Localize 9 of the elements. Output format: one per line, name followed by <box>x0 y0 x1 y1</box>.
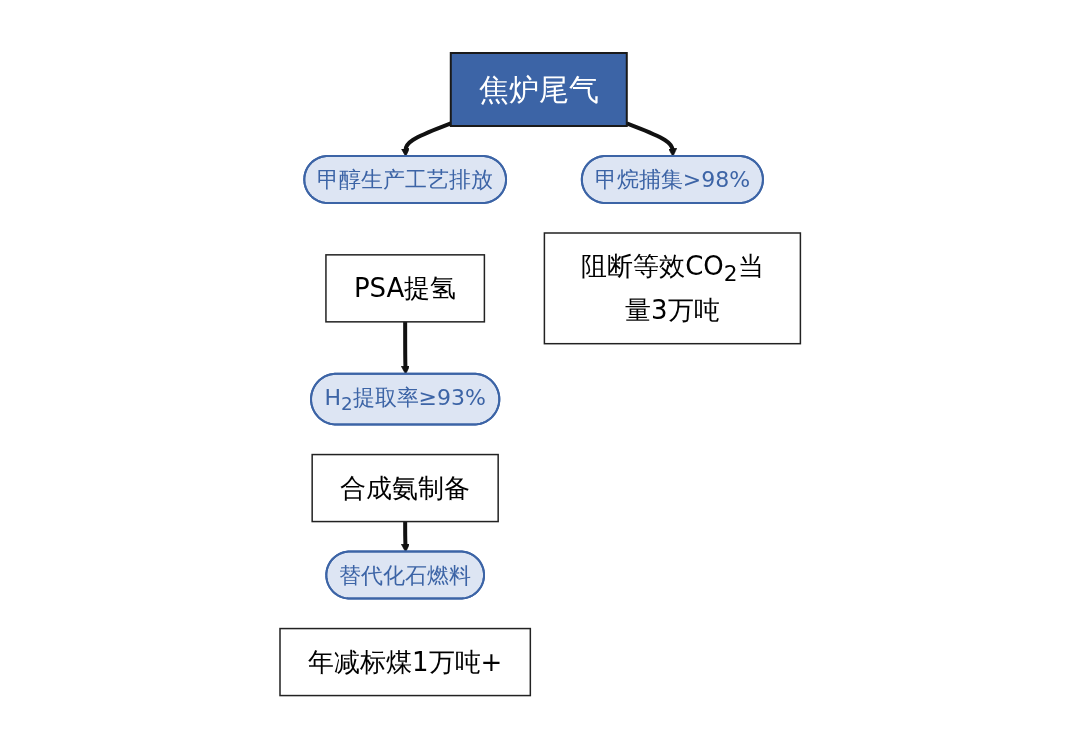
arrow <box>400 521 410 553</box>
arrow <box>400 321 410 375</box>
node-box <box>325 253 485 323</box>
arrow <box>400 121 452 157</box>
node-box <box>449 51 628 127</box>
arrow <box>625 121 677 157</box>
node-box <box>279 627 531 697</box>
node-box <box>543 231 801 345</box>
node-box <box>311 453 499 523</box>
